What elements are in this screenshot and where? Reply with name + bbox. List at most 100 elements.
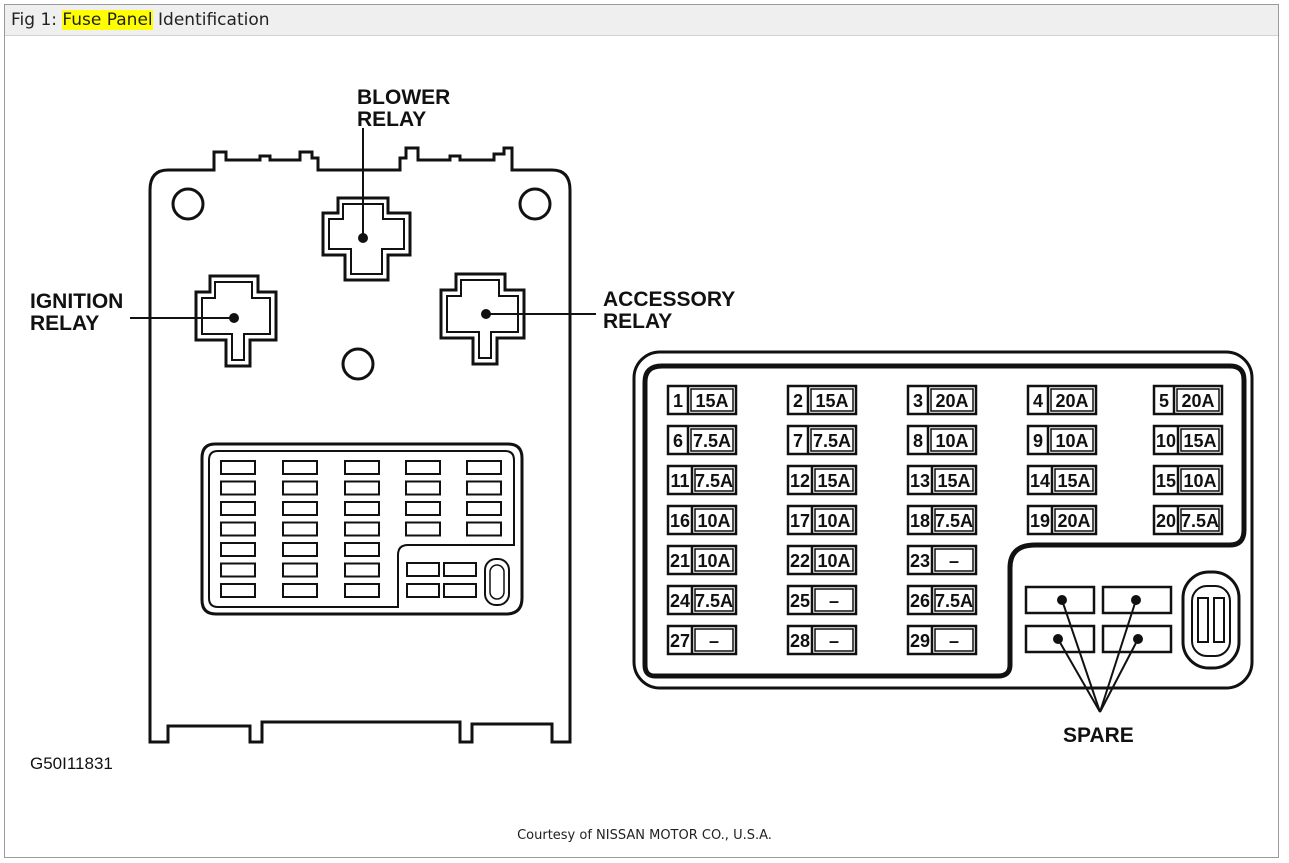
small-fuse-slot [282, 521, 318, 537]
fuse-23: 23– [906, 544, 978, 576]
fuse-11: 11 7.5A [666, 464, 738, 496]
fuse-number: 8 [913, 431, 923, 451]
ignition-leader-dot [229, 313, 239, 323]
fuse-rating: 20A [1055, 391, 1088, 411]
blower-relay-label-1: BLOWER [357, 86, 450, 109]
fuse-rating-box [930, 388, 974, 412]
fuse-box-connector-pin-1 [1197, 597, 1209, 643]
fuse-outline [1026, 384, 1098, 416]
fuse-outline [1152, 464, 1224, 496]
fuse-rating-box [814, 468, 854, 492]
fuse-rating: – [829, 631, 839, 651]
small-fuse-slot [220, 460, 256, 475]
fuse-rating-box [814, 548, 854, 572]
fuse-box [632, 350, 1254, 690]
fuse-outline [906, 544, 978, 576]
fuse-number: 23 [910, 551, 930, 571]
fuse-number: 4 [1033, 391, 1043, 411]
small-fuse-block-inner [208, 450, 515, 608]
fuse-rating: 15A [1183, 431, 1216, 451]
spare-leader-2 [1099, 599, 1137, 713]
small-fuse-slot [344, 501, 380, 516]
fuse-outline [1026, 424, 1098, 456]
fuse-box-inner-outline [642, 363, 1247, 679]
fuse-outline [666, 424, 738, 456]
spare-label: SPARE [1063, 724, 1134, 747]
fuse-number: 11 [670, 471, 689, 491]
small-fuse-slot [405, 501, 441, 516]
figure-code: G50I11831 [30, 754, 113, 773]
fuse-rating: 10A [935, 431, 968, 451]
blower-relay-label-2: RELAY [357, 108, 426, 131]
figure-caption: Fig 1: Fuse Panel Identification [5, 5, 1278, 36]
fuse-rating: 15A [815, 391, 848, 411]
fuse-rating: 10A [697, 551, 730, 571]
spare-slots [1024, 585, 1173, 654]
ignition-relay-socket [194, 274, 278, 368]
small-fuse-slot [466, 480, 502, 496]
small-fuse-slot [220, 521, 256, 537]
small-fuse-slot [405, 480, 441, 496]
spare-leader-4 [1099, 638, 1139, 713]
fuse-outline [786, 464, 858, 496]
blower-relay-socket-inner [328, 203, 405, 275]
fuse-number: 29 [910, 631, 930, 651]
blower-leader-dot [358, 233, 368, 243]
ignition-relay-label-1: IGNITION [30, 290, 123, 313]
fuse-21: 21 10A [666, 544, 738, 576]
caption-highlight: Fuse Panel [62, 10, 153, 30]
fuse-number: 21 [670, 551, 690, 571]
small-fuse-slot [220, 542, 256, 557]
fuse-outline [786, 504, 858, 536]
fuse-number: 14 [1030, 471, 1050, 491]
fuse-rating: 10A [697, 511, 730, 531]
fuse-outline [906, 504, 978, 536]
small-fuse-slot [406, 583, 440, 598]
fuse-number: 20 [1156, 511, 1176, 531]
fuse-rating: 7.5A [935, 511, 973, 531]
caption-suffix: Identification [152, 10, 270, 30]
fuse-number: 27 [670, 631, 690, 651]
fuse-rating: 20A [1057, 511, 1090, 531]
fuse-rating-box [934, 548, 974, 572]
fuse-rating: 7.5A [1181, 511, 1219, 531]
fuse-rating: 15A [1057, 471, 1090, 491]
fuse-rating: 10A [1183, 471, 1216, 491]
spare-slot-2 [1101, 585, 1173, 615]
small-fuse-slot [344, 521, 380, 537]
fuse-outline [906, 624, 978, 656]
fuse-rating: 7.5A [695, 471, 733, 491]
fuse-rating-box [690, 428, 734, 452]
credit-line: Courtesy of NISSAN MOTOR CO., U.S.A. [517, 828, 772, 843]
fuse-rating-box [814, 588, 854, 612]
small-fuse-slot [220, 501, 256, 516]
fuse-rating: 15A [695, 391, 728, 411]
fuse-number: 22 [790, 551, 810, 571]
fuse-rating: 7.5A [695, 591, 733, 611]
fuse-rating-box [814, 508, 854, 532]
fuse-outline [1152, 424, 1224, 456]
small-block-connector-inner [489, 564, 505, 600]
fuse-rating-box [694, 588, 734, 612]
accessory-leader-dot [481, 309, 491, 319]
fuse-rating-box [694, 548, 734, 572]
fuse-outline [906, 384, 978, 416]
fuse-number: 5 [1159, 391, 1169, 411]
fuse-rating-box [934, 468, 974, 492]
fuse-rating-box [694, 508, 734, 532]
spare-leaders [1053, 595, 1143, 713]
small-fuse-slot [466, 521, 502, 537]
ignition-relay-label-2: RELAY [30, 312, 99, 335]
fuse-number: 6 [673, 431, 683, 451]
fuse-rating: 15A [937, 471, 970, 491]
small-fuse-slot [344, 480, 380, 496]
